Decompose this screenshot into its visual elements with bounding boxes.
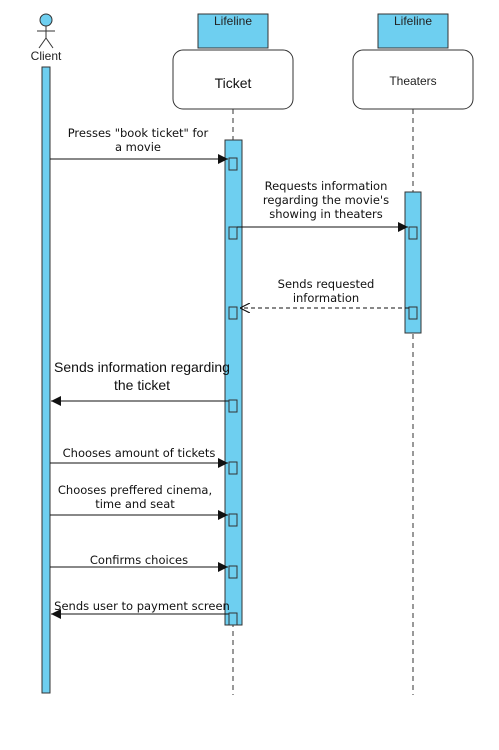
message-1[interactable]: Presses "book ticket" for a movie: [50, 126, 238, 171]
stick-figure-icon: [37, 13, 55, 49]
message-port: [228, 306, 238, 320]
message-port: [408, 226, 418, 240]
message-7[interactable]: Confirms choices: [50, 553, 238, 579]
message-5[interactable]: Chooses amount of tickets: [50, 446, 238, 475]
message-label-line: Sends information regarding: [54, 359, 230, 375]
client-actor[interactable]: Client: [31, 13, 62, 694]
message-port: [228, 226, 238, 240]
message-label-line: Presses "book ticket" for: [68, 126, 209, 140]
message-label-line: Chooses preffered cinema,: [58, 483, 212, 497]
message-label-line: Chooses amount of tickets: [63, 446, 216, 460]
message-2[interactable]: Requests information regarding the movie…: [228, 179, 418, 240]
lifeline-name: Theaters: [389, 74, 436, 88]
client-activation-bar: [41, 66, 51, 694]
message-label-line: the ticket: [114, 377, 170, 393]
lifeline-theaters[interactable]: Lifeline Theaters: [352, 13, 474, 695]
ticket-activation-bar: [224, 139, 243, 626]
message-port: [228, 157, 238, 171]
message-port: [228, 612, 238, 626]
actor-label: Client: [31, 49, 62, 63]
message-label-line: Sends user to payment screen: [54, 599, 230, 613]
message-label-line: information: [293, 291, 359, 305]
lifeline-name: Ticket: [215, 75, 252, 91]
lifeline-tab-label: Lifeline: [394, 14, 432, 28]
message-label-line: regarding the movie's: [263, 193, 389, 207]
message-port: [228, 461, 238, 475]
lifeline-tab: [197, 13, 269, 49]
message-port: [228, 399, 238, 413]
message-label-line: Sends requested: [278, 277, 375, 291]
message-3[interactable]: Sends requested information: [228, 277, 418, 320]
message-label-line: Requests information: [265, 179, 388, 193]
message-port: [228, 565, 238, 579]
lifeline-ticket[interactable]: Lifeline Ticket: [172, 13, 294, 695]
message-8[interactable]: Sends user to payment screen: [51, 599, 238, 626]
message-label-line: Confirms choices: [90, 553, 188, 567]
message-label-line: a movie: [115, 140, 161, 154]
message-port: [228, 513, 238, 527]
message-4[interactable]: Sends information regarding the ticket: [51, 359, 238, 413]
message-label-line: time and seat: [95, 497, 175, 511]
message-6[interactable]: Chooses preffered cinema, time and seat: [50, 483, 238, 527]
lifeline-tab-label: Lifeline: [214, 14, 252, 28]
lifeline-tab: [377, 13, 449, 49]
message-port: [408, 306, 418, 320]
message-label-line: showing in theaters: [269, 207, 383, 221]
